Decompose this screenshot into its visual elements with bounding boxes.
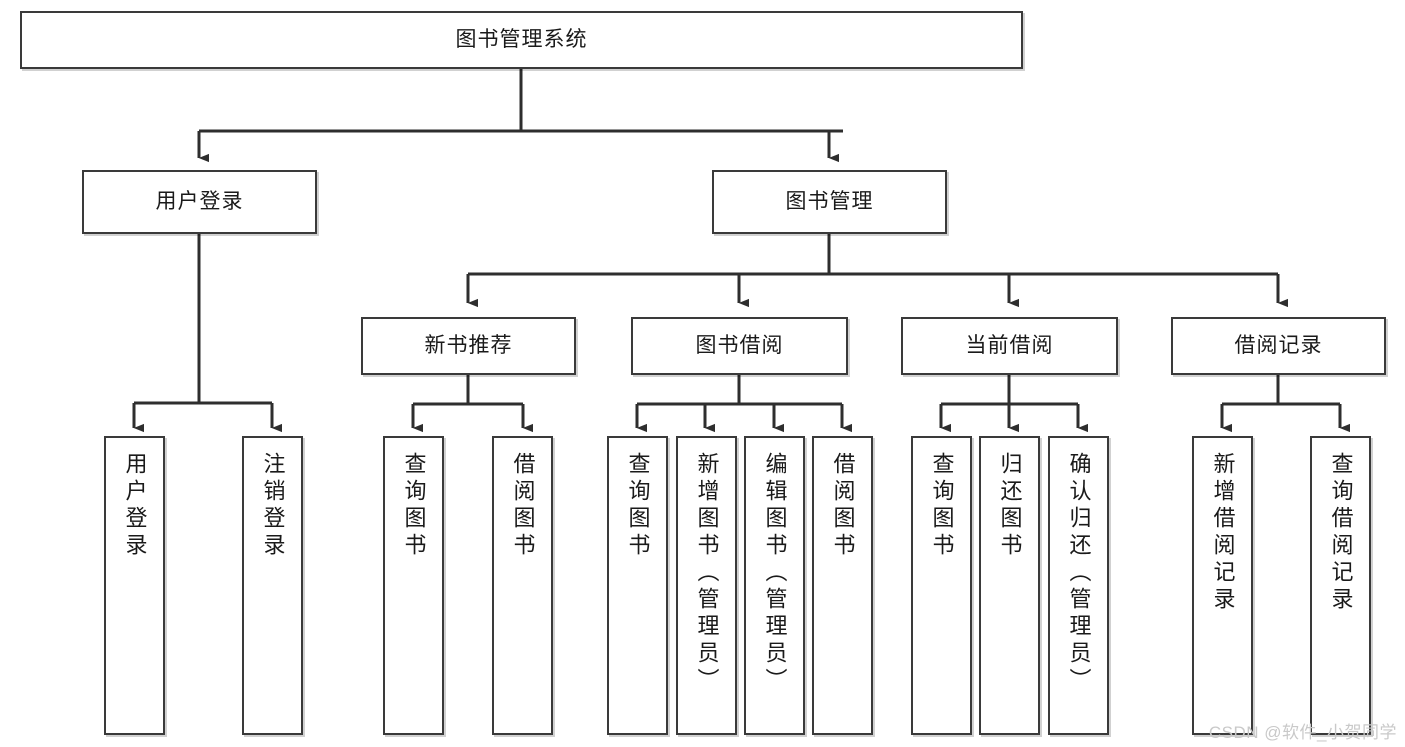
node-user-login[interactable]: 用户登录	[82, 170, 317, 234]
node-new-book-recommend-label: 新书推荐	[424, 333, 513, 357]
node-user-login-label: 用户登录	[155, 189, 244, 213]
node-book-management-label: 图书管理	[785, 189, 874, 213]
leaf-user-login[interactable]: 用户登录	[104, 436, 165, 735]
leaf-return-book-label: 归还图书	[997, 452, 1023, 560]
node-book-management[interactable]: 图书管理	[712, 170, 947, 234]
node-new-book-recommend[interactable]: 新书推荐	[361, 317, 576, 375]
node-borrow-record[interactable]: 借阅记录	[1171, 317, 1386, 375]
node-root[interactable]: 图书管理系统	[20, 11, 1023, 69]
leaf-query-book-borrow-label: 查询图书	[625, 452, 651, 560]
leaf-borrow-book-newbook[interactable]: 借阅图书	[492, 436, 553, 735]
leaf-confirm-return-admin-label: 确认归还（管理员）	[1066, 452, 1092, 695]
node-book-borrow-label: 图书借阅	[695, 333, 784, 357]
leaf-borrow-book-newbook-label: 借阅图书	[510, 452, 536, 560]
leaf-add-borrow-record[interactable]: 新增借阅记录	[1192, 436, 1253, 735]
leaf-add-borrow-record-label: 新增借阅记录	[1210, 452, 1236, 614]
leaf-confirm-return-admin[interactable]: 确认归还（管理员）	[1048, 436, 1109, 735]
node-root-label: 图书管理系统	[455, 27, 588, 51]
leaf-user-login-label: 用户登录	[122, 452, 148, 560]
node-current-borrow[interactable]: 当前借阅	[901, 317, 1118, 375]
leaf-query-book-borrow[interactable]: 查询图书	[607, 436, 668, 735]
leaf-return-book[interactable]: 归还图书	[979, 436, 1040, 735]
leaf-query-borrow-record[interactable]: 查询借阅记录	[1310, 436, 1371, 735]
leaf-borrow-book-label: 借阅图书	[830, 452, 856, 560]
leaf-query-book-newbook-label: 查询图书	[401, 452, 427, 560]
leaf-add-book-admin-label: 新增图书（管理员）	[694, 452, 720, 695]
node-current-borrow-label: 当前借阅	[965, 333, 1054, 357]
leaf-query-borrow-record-label: 查询借阅记录	[1328, 452, 1354, 614]
leaf-logout-label: 注销登录	[260, 452, 286, 560]
leaf-add-book-admin[interactable]: 新增图书（管理员）	[676, 436, 737, 735]
leaf-query-book-newbook[interactable]: 查询图书	[383, 436, 444, 735]
leaf-query-book-current-label: 查询图书	[929, 452, 955, 560]
leaf-logout[interactable]: 注销登录	[242, 436, 303, 735]
leaf-edit-book-admin[interactable]: 编辑图书（管理员）	[744, 436, 805, 735]
leaf-borrow-book[interactable]: 借阅图书	[812, 436, 873, 735]
leaf-edit-book-admin-label: 编辑图书（管理员）	[762, 452, 788, 695]
node-book-borrow[interactable]: 图书借阅	[631, 317, 848, 375]
node-borrow-record-label: 借阅记录	[1234, 333, 1323, 357]
leaf-query-book-current[interactable]: 查询图书	[911, 436, 972, 735]
